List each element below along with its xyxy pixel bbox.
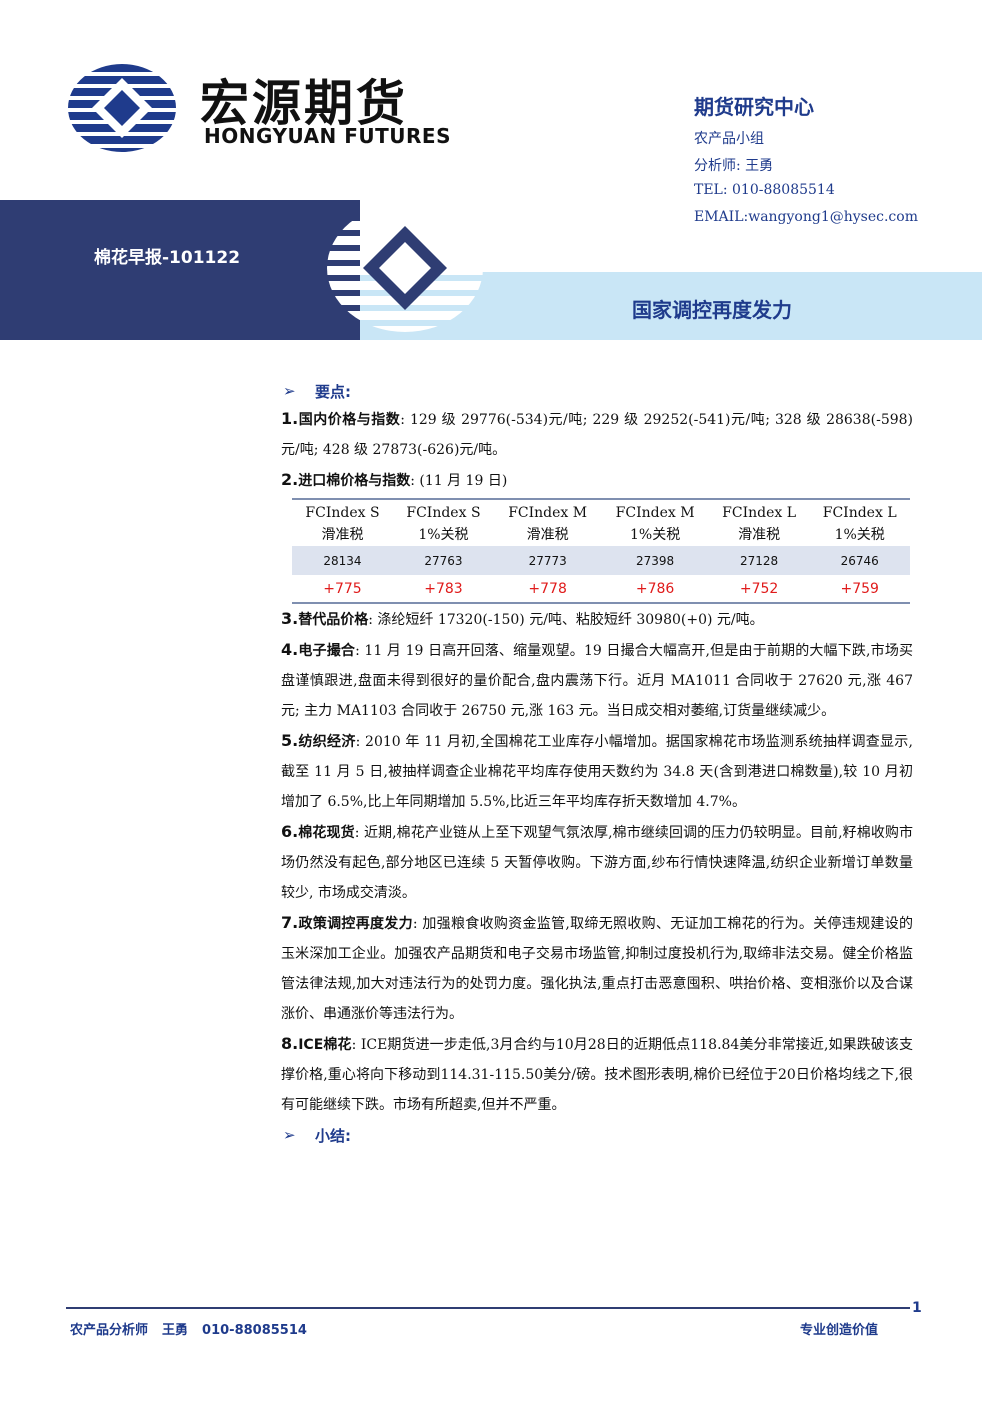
table-row-values: 28134 27763 27773 27398 27128 26746 (292, 546, 910, 575)
item-5: 5.纺织经济: 2010 年 11 月初,全国棉花工业库存小幅增加。据国家棉花市… (281, 731, 914, 810)
footer-phone: 010-88085514 (202, 1323, 307, 1338)
email-link[interactable]: EMAIL:wangyong1@hysec.com (694, 209, 918, 225)
research-center-title: 期货研究中心 (694, 95, 814, 119)
table-cell: +775 (323, 580, 362, 597)
item-2: 2.进口棉价格与指数: (11 月 19 日) (281, 470, 508, 489)
table-row-changes: +775 +783 +778 +786 +752 +759 (292, 575, 910, 603)
arrow-bullet-icon: ➢ (283, 1126, 296, 1144)
item-3: 3.替代品价格: 涤纶短纤 17320(-150) 元/吨、粘胶短纤 30980… (281, 609, 764, 628)
item-1: 1.国内价格与指数: 129 级 29776(-534)元/吨; 229 级 2… (281, 409, 914, 458)
table-cell: +783 (424, 580, 463, 597)
table-cell: 27763 (392, 546, 494, 575)
report-headline: 国家调控再度发力 (632, 298, 792, 322)
banner-dark-band (0, 200, 360, 340)
summary-heading: ➢ 小结: (283, 1126, 351, 1145)
table-cell: 26746 (809, 546, 910, 575)
table-cell: 28134 (292, 546, 393, 575)
report-body: ➢ 要点: 1.国内价格与指数: 129 级 29776(-534)元/吨; 2… (281, 378, 913, 1148)
item-6: 6.棉花现货: 近期,棉花产业链从上至下观望气氛浓厚,棉市继续回调的压力仍较明显… (281, 822, 914, 901)
arrow-bullet-icon: ➢ (283, 382, 296, 400)
page-number: 1 (912, 1300, 922, 1316)
banner-logo-icon (327, 206, 483, 332)
analyst-name: 分析师: 王勇 (694, 158, 774, 174)
logo-chinese-text: 宏源期货 (200, 75, 409, 132)
table-cell: +786 (635, 580, 675, 597)
table-cell: 27398 (601, 546, 709, 575)
table-cell: +778 (528, 580, 567, 597)
table-cell: +752 (739, 580, 779, 597)
item-7: 7.政策调控再度发力: 加强粮食收购资金监管,取缔无照收购、无证加工棉花的行为。… (281, 913, 914, 1022)
report-title: 棉花早报-101122 (94, 248, 241, 268)
hongyuan-logo-icon (68, 64, 176, 152)
tel-number: TEL: 010-88085514 (694, 182, 835, 198)
item-4: 4.电子撮合: 11 月 19 日高开回落、缩量观望。19 日撮合大幅高开,但是… (281, 640, 914, 719)
table-cell: +759 (840, 580, 879, 597)
key-points-heading: ➢ 要点: (283, 382, 351, 401)
footer-dept: 农产品分析师 (70, 1323, 149, 1338)
footer-slogan: 专业创造价值 (800, 1323, 879, 1338)
footer-contact: 农产品分析师王勇 010-88085514 (70, 1319, 321, 1338)
group-name: 农产品小组 (694, 131, 764, 147)
footer-divider (66, 1307, 910, 1309)
table-cell: 27773 (493, 546, 602, 575)
table-cell: 27128 (708, 546, 810, 575)
footer-name: 王勇 (162, 1323, 189, 1338)
item-8: 8.ICE棉花: ICE期货进一步走低,3月合约与10月28日的近期低点118.… (281, 1034, 914, 1113)
logo-english-text: HONGYUAN FUTURES (204, 124, 451, 148)
